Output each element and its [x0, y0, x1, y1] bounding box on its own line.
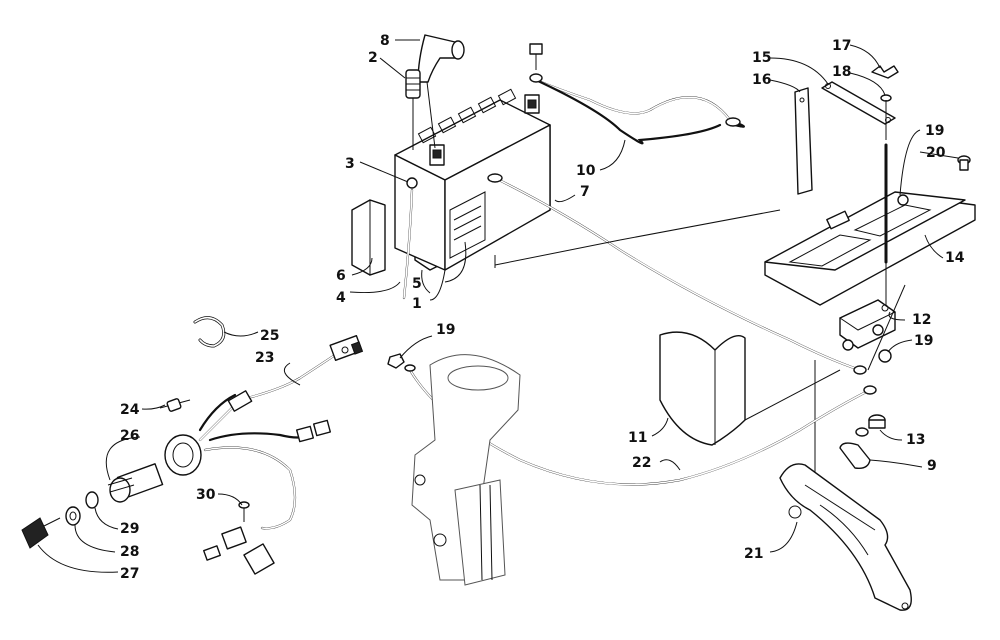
callout-9: 9	[927, 458, 937, 474]
strap-bracket	[794, 87, 813, 195]
battery-pad	[351, 199, 386, 276]
callout-24: 24	[120, 402, 140, 418]
frame-bracket	[779, 463, 912, 611]
callout-22: 22	[632, 455, 651, 471]
vent-elbow	[406, 177, 418, 189]
mounting-screw	[238, 501, 250, 522]
ignition-key	[21, 517, 61, 549]
battery-tray	[764, 191, 976, 306]
hold-down-strap	[821, 81, 896, 125]
starter-motor-ghost	[411, 354, 521, 586]
callout-16: 16	[752, 72, 771, 88]
cable-boot	[839, 442, 871, 470]
callout-1: 1	[412, 296, 422, 312]
callout-3: 3	[345, 156, 355, 172]
battery	[394, 88, 551, 271]
callout-14: 14	[945, 250, 965, 266]
callout-25: 25	[260, 328, 279, 344]
cable-tie	[193, 316, 226, 348]
vent-plug	[405, 69, 421, 99]
switch-nut	[65, 506, 81, 526]
switch-washer	[85, 491, 99, 509]
cap-screw	[957, 155, 971, 171]
callout-19-solenoid: 19	[914, 333, 933, 349]
callout-28: 28	[120, 544, 139, 560]
hex-nut-19c	[878, 349, 892, 363]
callout-30: 30	[196, 487, 216, 503]
callout-7: 7	[580, 184, 590, 200]
callout-26: 26	[120, 428, 139, 444]
callout-20: 20	[926, 145, 946, 161]
callout-4: 4	[336, 290, 346, 306]
callout-5: 5	[412, 276, 422, 292]
callout-18: 18	[832, 64, 851, 80]
callout-21: 21	[744, 546, 763, 562]
callout-19-starter: 19	[436, 322, 455, 338]
callout-15: 15	[752, 50, 771, 66]
battery-cable-positive	[529, 43, 745, 145]
callout-17: 17	[832, 38, 851, 54]
wiring-harness	[198, 334, 364, 575]
callout-11: 11	[628, 430, 647, 446]
ignition-switch	[107, 434, 202, 503]
locknut	[855, 414, 886, 437]
callout-12: 12	[912, 312, 931, 328]
battery-cable-negative	[487, 173, 867, 375]
callout-2: 2	[368, 50, 378, 66]
callout-23: 23	[255, 350, 274, 366]
wing-nut	[871, 65, 899, 79]
leader-lines	[37, 39, 959, 573]
callout-19-tray: 19	[925, 123, 944, 139]
callout-8: 8	[380, 33, 390, 49]
heat-shield	[659, 331, 746, 446]
fuse-holder	[159, 398, 191, 412]
starter-solenoid	[838, 299, 896, 351]
callout-13: 13	[906, 432, 925, 448]
callout-10: 10	[576, 163, 596, 179]
terminal-boot	[417, 34, 465, 83]
callout-6: 6	[336, 268, 346, 284]
callout-27: 27	[120, 566, 139, 582]
callout-29: 29	[120, 521, 139, 537]
